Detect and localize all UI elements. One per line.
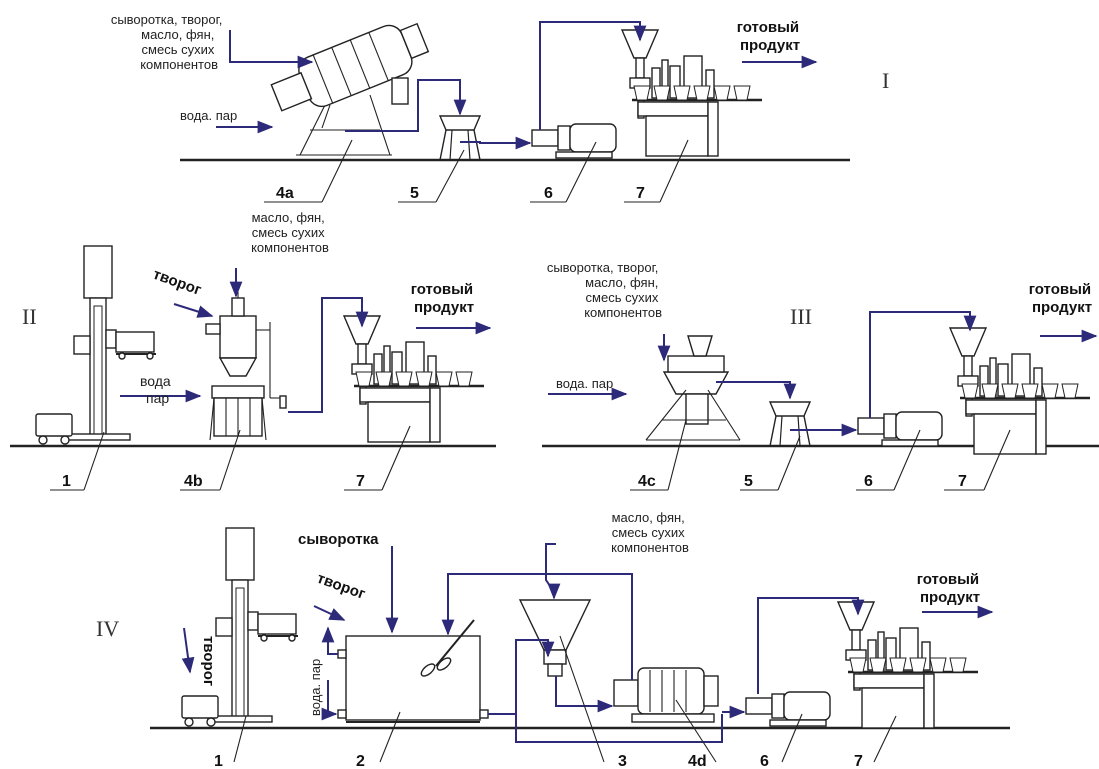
section-label-ii: II xyxy=(22,304,37,329)
flow-in-curd2-iv xyxy=(181,627,195,674)
flow-loop-iv xyxy=(515,714,723,743)
lifter-1-iv xyxy=(207,527,299,723)
label-water-iii: вода. пар xyxy=(556,376,613,391)
section-label-iv: IV xyxy=(96,616,119,641)
flow-pump-to-packer-iii xyxy=(869,311,977,418)
packer-7-iv xyxy=(836,600,980,730)
num-1-iv: 1 xyxy=(214,753,223,769)
label-ingredients-ii: масло, фян, смесь сухих компонентов xyxy=(251,210,329,255)
flow-steam-out-iv xyxy=(321,626,338,655)
label-ingredients-iii: сыворотка, творог, масло, фян, смесь сух… xyxy=(547,260,662,320)
num-7-ii: 7 xyxy=(356,473,365,490)
cooker-4b xyxy=(205,292,287,441)
label-curd2-iv: творог xyxy=(200,636,217,686)
label-output-ii: готовый продукт xyxy=(411,281,478,316)
lifter-1-ii xyxy=(65,245,157,441)
label-ingredients-i: сыворотка, творог, масло, фян, смесь сух… xyxy=(111,12,226,72)
num-7-i: 7 xyxy=(636,185,645,202)
cooker-4c xyxy=(645,335,741,441)
num-7-iii: 7 xyxy=(958,473,967,490)
num-6-iv: 6 xyxy=(760,753,769,769)
section-label-i: I xyxy=(882,68,889,93)
flow-in-ingredients-i xyxy=(229,30,314,69)
label-output-iii: готовый продукт xyxy=(1029,281,1096,316)
label-curd-ii: творог xyxy=(151,266,204,299)
flow-recirc-to-tank xyxy=(441,573,633,680)
motor-4d xyxy=(613,667,719,723)
section-iv: сыворотка творог творог вода. пар масло,… xyxy=(96,510,1010,769)
flow-grinder-to-motor xyxy=(555,676,614,713)
flow-cooker-to-hopper-iii xyxy=(716,381,797,400)
num-6-iii: 6 xyxy=(864,473,873,490)
section-ii: масло, фян, смесь сухих компонентов твор… xyxy=(10,210,496,491)
hopper-5-i xyxy=(439,115,481,161)
label-curd-iv: творог xyxy=(315,570,368,603)
flow-cooker-to-packer xyxy=(288,297,369,413)
num-4d: 4d xyxy=(688,753,707,769)
num-6-i: 6 xyxy=(544,185,553,202)
flow-hopper-to-pump xyxy=(460,136,532,150)
packer-7-iii xyxy=(948,326,1092,456)
flow-water-in-iv xyxy=(321,680,338,721)
label-output-iv: готовый продукт xyxy=(917,571,984,606)
pump-6-i xyxy=(531,123,617,159)
grinder-3 xyxy=(518,599,592,677)
section-i: сыворотка, творог, масло, фян, смесь сух… xyxy=(111,12,889,203)
pump-6-iv xyxy=(745,691,831,727)
section-label-iii: III xyxy=(790,304,812,329)
label-water-iv: вода. пар xyxy=(308,659,323,716)
flow-in-ingredients-iv xyxy=(545,543,561,600)
num-4c: 4c xyxy=(638,473,656,490)
flow-cooker-to-hopper xyxy=(345,79,467,132)
label-ingredients-iv: масло, фян, смесь сухих компонентов xyxy=(611,510,689,555)
flow-pump-to-packer xyxy=(539,21,647,130)
num-3-iv: 3 xyxy=(618,753,627,769)
hopper-5-iii xyxy=(769,401,811,447)
num-7-iv: 7 xyxy=(854,753,863,769)
tank-2 xyxy=(337,619,489,723)
label-output-i: готовый продукт xyxy=(737,19,804,54)
section-iii: сыворотка, творог, масло, фян, смесь сух… xyxy=(542,260,1099,491)
flow-in-curd-iv xyxy=(313,605,346,621)
label-water-i: вода. пар xyxy=(180,108,237,123)
flow-tank-to-grinder xyxy=(488,639,555,715)
cooker-4a xyxy=(270,22,430,156)
num-4a: 4a xyxy=(276,185,294,202)
num-1-ii: 1 xyxy=(62,473,71,490)
cart-iv xyxy=(181,695,219,727)
flow-in-curd-ii xyxy=(173,303,214,318)
num-5-iii: 5 xyxy=(744,473,753,490)
flow-pump-to-packer-iv xyxy=(757,597,865,694)
num-4b: 4b xyxy=(184,473,203,490)
cart-ii xyxy=(35,413,73,445)
num-2-iv: 2 xyxy=(356,753,365,769)
num-5-i: 5 xyxy=(410,185,419,202)
packer-7-ii xyxy=(342,314,486,444)
label-water-ii: вода пар xyxy=(140,373,175,406)
label-whey-iv: сыворотка xyxy=(298,531,379,548)
